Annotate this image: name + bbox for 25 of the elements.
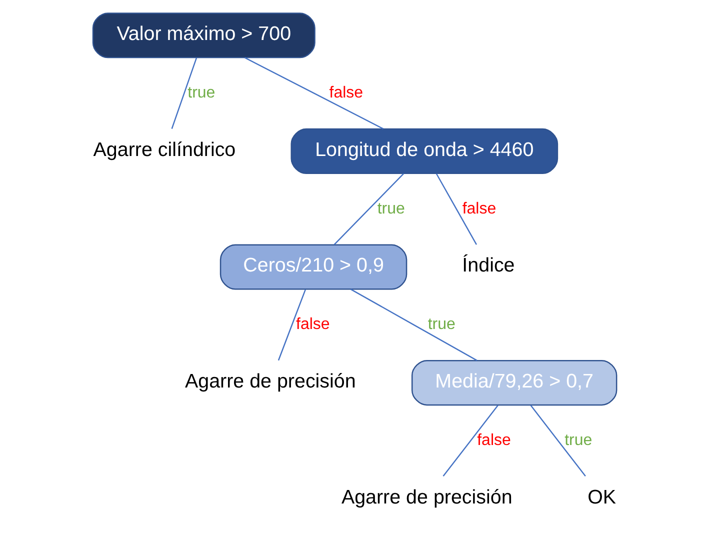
edge-label: false (462, 200, 496, 218)
node-box: Media/79,26 > 0,7 (410, 360, 617, 406)
edge-label: false (476, 432, 510, 449)
node-text: Agarre de precisión (340, 486, 512, 508)
connector (442, 404, 498, 477)
node-text: OK (587, 486, 616, 508)
node-box: Valor máximo > 700 (92, 12, 315, 58)
node-box: Longitud de onda > 4460 (290, 128, 558, 174)
edge-label: false (296, 316, 330, 334)
node-box: Ceros/210 > 0,9 (219, 244, 407, 290)
edge-label: true (376, 200, 404, 218)
connector (530, 404, 586, 477)
connector (435, 173, 476, 245)
connector (350, 288, 477, 361)
edge-label: true (427, 316, 455, 334)
connector (244, 57, 384, 130)
node-text: Índice (462, 254, 514, 277)
node-text: Agarre cilíndrico (92, 138, 236, 161)
connector (277, 289, 306, 361)
edge-label: false (328, 84, 363, 102)
connector (333, 173, 404, 245)
connector (170, 58, 197, 129)
edge-label: true (187, 84, 215, 102)
node-text: Agarre de precisión (184, 370, 356, 392)
edge-label: true (564, 432, 592, 449)
